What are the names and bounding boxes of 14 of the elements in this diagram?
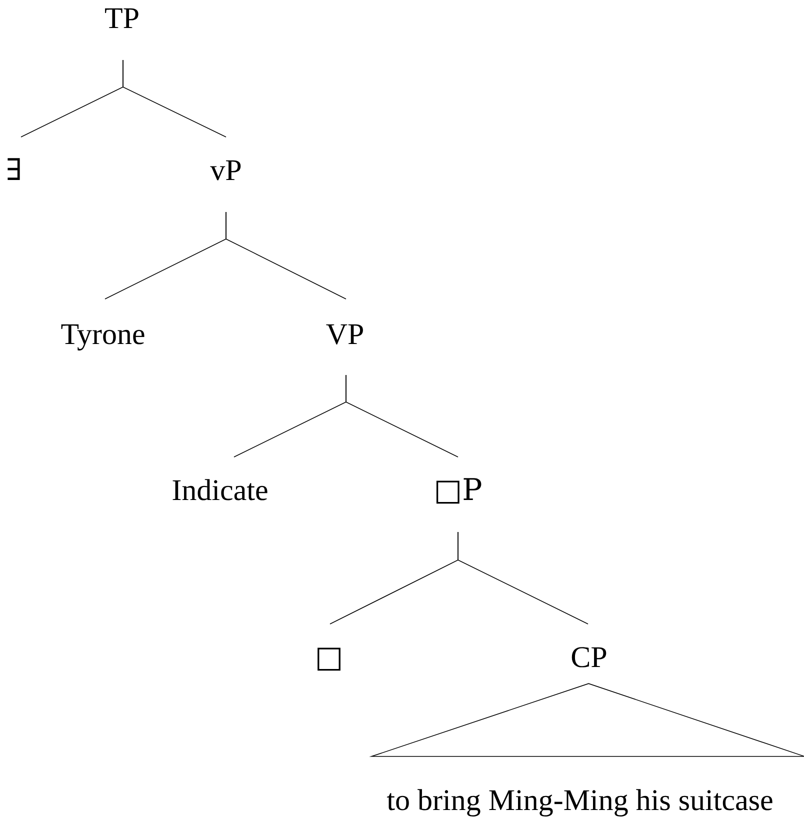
tree-label: to bring Ming-Ming his suitcase [386, 789, 772, 816]
tree-label: □P [436, 478, 482, 504]
tree-branch [226, 212, 346, 300]
tree-label: Tyrone [61, 324, 144, 350]
tree-branch [458, 532, 588, 624]
tree-branch [346, 374, 458, 458]
tree-label: vP [210, 160, 241, 180]
tree-label: VP [326, 324, 363, 344]
tree-label: □ [318, 648, 340, 671]
tree-label: CP [572, 647, 606, 668]
tree-label: ∃ [8, 158, 20, 180]
tree-label: TP [105, 8, 138, 28]
tree-label: Indicate [172, 479, 268, 500]
tree-branch [122, 60, 226, 138]
